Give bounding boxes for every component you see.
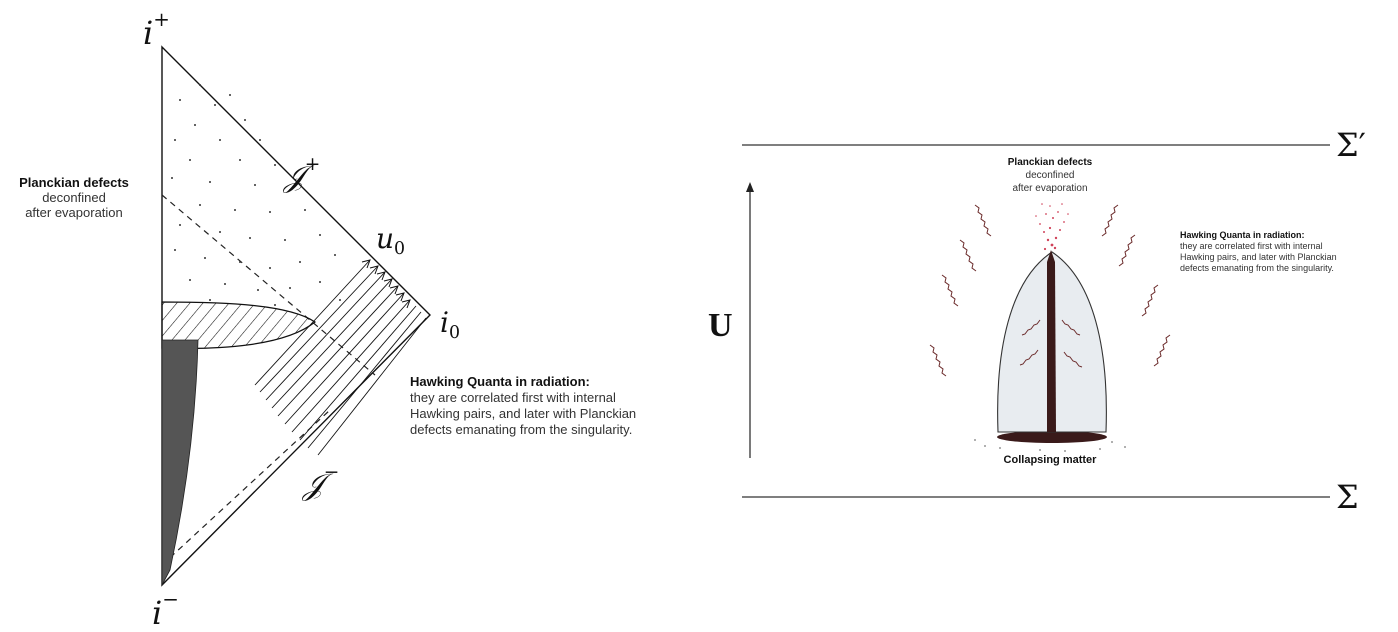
left-hawking-line2: they are correlated first with internal [410, 390, 616, 405]
right-hawking-line3: Hawking pairs, and later with Planckian [1180, 252, 1337, 262]
left-hawking-annotation: Hawking Quanta in radiation: they are co… [410, 374, 700, 438]
sigma-label: Σ [1336, 478, 1359, 516]
shell-line [161, 409, 331, 566]
collapsing-matter-label: Collapsing matter [1003, 454, 1097, 466]
scri-plus-label: 𝒥+ [284, 154, 321, 195]
singularity-region [161, 301, 317, 350]
left-defects-line3: after evaporation [25, 205, 123, 220]
event-horizon [161, 194, 376, 376]
central-column [1047, 250, 1056, 432]
i-plus-label: i+ [143, 8, 170, 52]
right-hawking-line2: they are correlated first with internal [1180, 241, 1323, 251]
hawking-rays [254, 259, 427, 456]
u-label: U [708, 307, 733, 344]
left-defects-annotation: Planckian defects deconfined after evapo… [4, 175, 144, 220]
right-hawking-line4: defects emanating from the singularity. [1180, 263, 1334, 273]
right-defects-annotation: Planckian defects deconfined after evapo… [985, 156, 1115, 195]
penrose-diagram [161, 45, 431, 587]
left-defects-line2: deconfined [42, 190, 106, 205]
outer-wavy-quanta [929, 204, 1171, 377]
collapsing-matter-base [997, 431, 1107, 443]
left-hawking-line3: Hawking pairs, and later with Planckian [410, 406, 637, 421]
right-defects-title: Planckian defects [1007, 157, 1093, 168]
defect-spray [1035, 203, 1069, 251]
collapsing-matter-region [161, 339, 199, 586]
sigma-prime-label: Σ′ [1336, 126, 1366, 164]
left-defects-title: Planckian defects [19, 175, 129, 190]
right-hawking-annotation: Hawking Quanta in radiation: they are co… [1180, 230, 1390, 274]
left-hawking-title: Hawking Quanta in radiation: [410, 374, 590, 389]
right-hawking-title: Hawking Quanta in radiation: [1180, 230, 1305, 240]
left-hawking-line4: defects emanating from the singularity. [410, 422, 633, 437]
inner-wavy-quanta [1019, 319, 1083, 368]
right-defects-line3: after evaporation [1012, 183, 1088, 194]
defect-dots [171, 84, 341, 306]
i0-label: i0 [440, 306, 461, 344]
scri-minus-label: 𝒥− [303, 462, 340, 503]
u0-label: u0 [376, 222, 406, 260]
right-defects-line2: deconfined [1025, 170, 1075, 181]
i-minus-label: i− [152, 588, 179, 632]
ray-arrowheads [361, 259, 411, 309]
